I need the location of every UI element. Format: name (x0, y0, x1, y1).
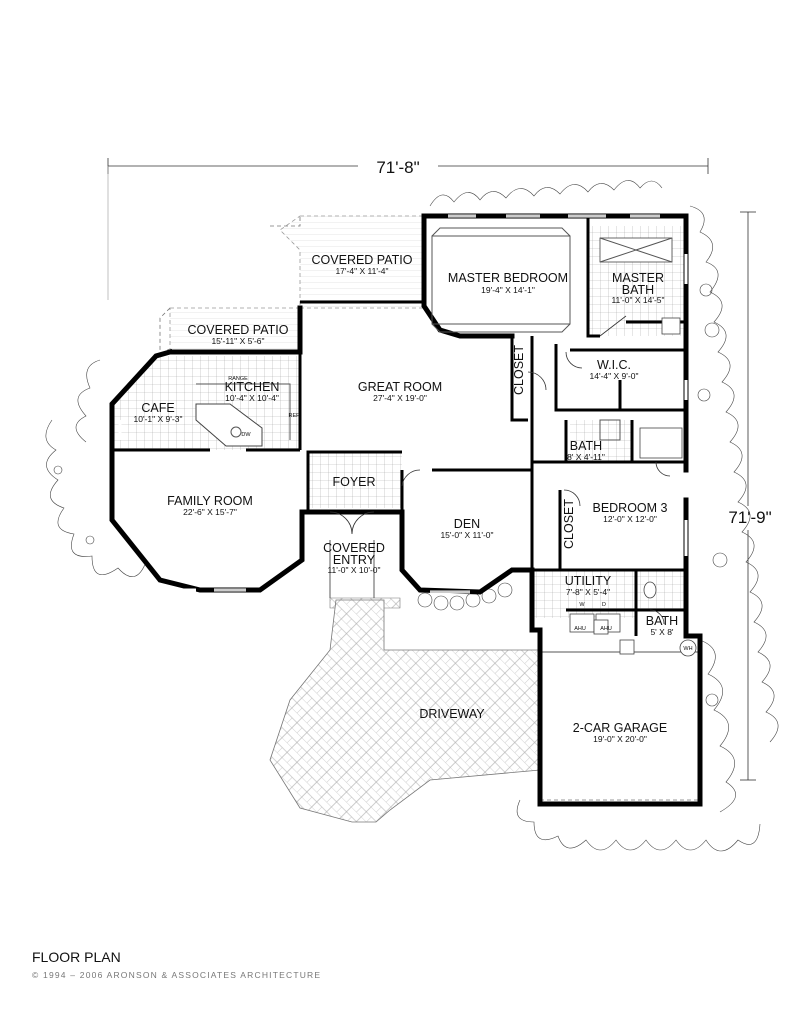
room-labels: COVERED PATIO 17'-4" X 11'-4" MASTER BED… (134, 253, 679, 744)
window-lines (214, 215, 660, 593)
den-size: 15'-0" X 11'-0" (440, 530, 493, 540)
copyright-text: © 1994 – 2006 ARONSON & ASSOCIATES ARCHI… (32, 970, 321, 980)
door-swings (329, 315, 671, 625)
driveway-paving (269, 599, 541, 823)
depth-dimension: 71'-9" (718, 211, 782, 781)
paving (159, 215, 541, 823)
cafe-name: CAFE (141, 401, 174, 415)
closet-1-name: CLOSET (512, 345, 526, 395)
ahu-label-2: AHU (600, 626, 612, 632)
ref-label: REF (289, 413, 301, 419)
family-room-size: 22'-6" X 15'-7" (183, 507, 237, 517)
den-name: DEN (454, 517, 480, 531)
covered-entry-name-2: ENTRY (333, 553, 376, 567)
master-bath-size: 11'-0" X 14'-5" (611, 295, 664, 305)
driveway-name: DRIVEWAY (419, 707, 485, 721)
washer-label: W (579, 602, 585, 608)
bath-2-size: 8' X 4'-11" (567, 452, 605, 462)
kitchen-name: KITCHEN (225, 380, 280, 394)
width-label: 71'-8" (376, 158, 419, 177)
wic-size: 14'-4" X 9'-0" (590, 371, 639, 381)
dw-label: DW (241, 432, 251, 438)
fixture-labels: RANGE REF DW AHU AHU W D WH (228, 376, 692, 652)
covered-patio-top-size: 17'-4" X 11'-4" (335, 266, 388, 276)
utility-name: UTILITY (565, 574, 612, 588)
bath-3-name: BATH (646, 614, 678, 628)
closet-2-name: CLOSET (562, 499, 576, 549)
covered-patio-left-size: 15'-11" X 5'-6" (211, 336, 264, 346)
ahu-label-1: AHU (574, 626, 586, 632)
plan-title: FLOOR PLAN (32, 949, 121, 965)
cafe-size: 10'-1" X 9'-3" (134, 414, 183, 424)
dryer-label: D (602, 602, 606, 608)
bath-fixtures (569, 237, 697, 657)
range-label: RANGE (228, 376, 248, 382)
bath-2-name: BATH (570, 439, 602, 453)
great-room-size: 27'-4" X 19'-0" (373, 393, 427, 403)
covered-patio-left-name: COVERED PATIO (188, 323, 289, 337)
bath-3-size: 5' X 8' (650, 627, 673, 637)
interior-walls (112, 216, 686, 636)
water-heater-label: WH (683, 646, 692, 652)
master-bath-name-2: BATH (622, 283, 654, 297)
kitchen-size: 10'-4" X 10'-4" (225, 393, 279, 403)
bedroom-3-size: 12'-0" X 12'-0" (603, 514, 657, 524)
utility-size: 7'-8" X 5'-4" (566, 587, 610, 597)
kitchen-counter (195, 383, 291, 447)
covered-patio-top-name: COVERED PATIO (312, 253, 413, 267)
bedroom-3-name: BEDROOM 3 (592, 501, 667, 515)
garage-name: 2-CAR GARAGE (573, 721, 667, 735)
covered-entry-name-1: COVERED (323, 541, 385, 555)
wic-name: W.I.C. (597, 358, 631, 372)
family-room-name: FAMILY ROOM (167, 494, 253, 508)
master-bath-name-1: MASTER (612, 271, 664, 285)
covered-entry-size: 11'-0" X 10'-0" (327, 565, 380, 575)
garage-size: 19'-0" X 20'-0" (593, 734, 647, 744)
width-dimension: 71'-8" (107, 156, 709, 300)
master-bedroom-name: MASTER BEDROOM (448, 271, 568, 285)
great-room-name: GREAT ROOM (358, 380, 442, 394)
master-bedroom-size: 19'-4" X 14'-1" (481, 285, 535, 295)
foyer-name: FOYER (332, 475, 375, 489)
